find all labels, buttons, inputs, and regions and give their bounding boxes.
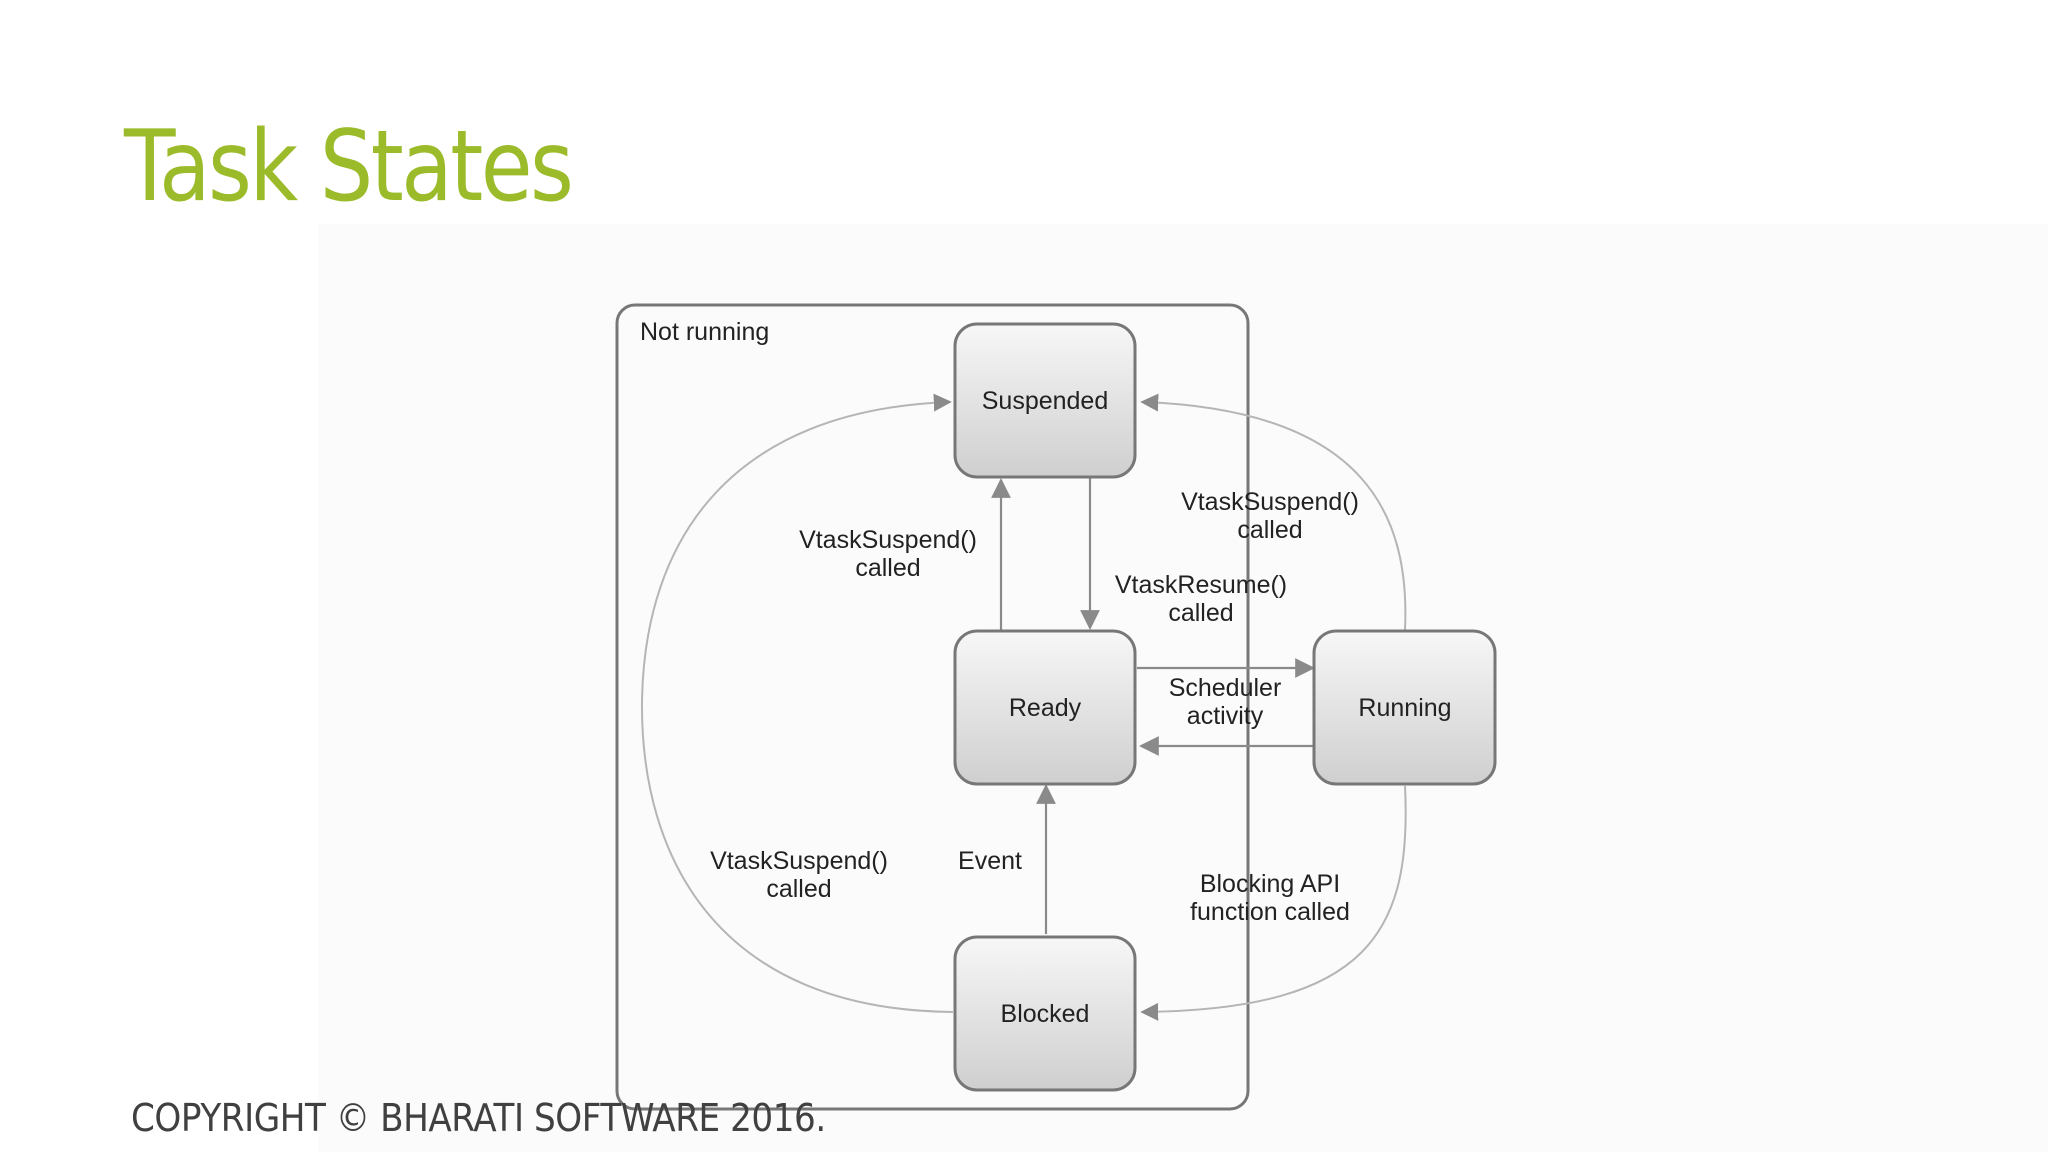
state-blocked-label: Blocked (1001, 1000, 1090, 1028)
diagram-panel (318, 224, 2048, 1152)
state-ready: Ready (953, 629, 1137, 786)
label-ready-to-suspended-1: VtaskSuspend() (799, 526, 977, 554)
state-ready-label: Ready (1009, 694, 1082, 722)
label-blocked-to-suspended-2: called (766, 875, 831, 903)
edge-blocked-to-suspended (640, 393, 954, 1013)
label-running-to-suspended-2: called (1237, 516, 1302, 544)
label-blocking-api-2: function called (1190, 898, 1350, 926)
state-suspended: Suspended (953, 322, 1137, 479)
edge-running-to-blocked (1140, 785, 1407, 1021)
label-blocked-to-suspended-1: VtaskSuspend() (710, 847, 888, 875)
label-ready-to-suspended-2: called (855, 554, 920, 582)
not-running-group (615, 303, 1250, 1111)
copyright-footer: COPYRIGHT © BHARATI SOFTWARE 2016. (131, 1096, 826, 1140)
state-blocked: Blocked (953, 935, 1137, 1092)
label-blocking-api-1: Blocking API (1200, 870, 1340, 898)
label-suspended-to-ready-1: VtaskResume() (1115, 571, 1287, 599)
label-event: Event (958, 847, 1022, 875)
edge-running-to-suspended (1140, 393, 1407, 631)
label-suspended-to-ready-2: called (1168, 599, 1233, 627)
label-scheduler-1: Scheduler (1169, 674, 1282, 702)
slide-title: Task States (124, 110, 574, 224)
label-scheduler-2: activity (1187, 702, 1264, 730)
state-suspended-label: Suspended (982, 387, 1109, 415)
state-running-label: Running (1358, 694, 1451, 722)
not-running-label: Not running (640, 318, 769, 346)
state-running: Running (1312, 629, 1497, 786)
label-running-to-suspended-1: VtaskSuspend() (1181, 488, 1359, 516)
